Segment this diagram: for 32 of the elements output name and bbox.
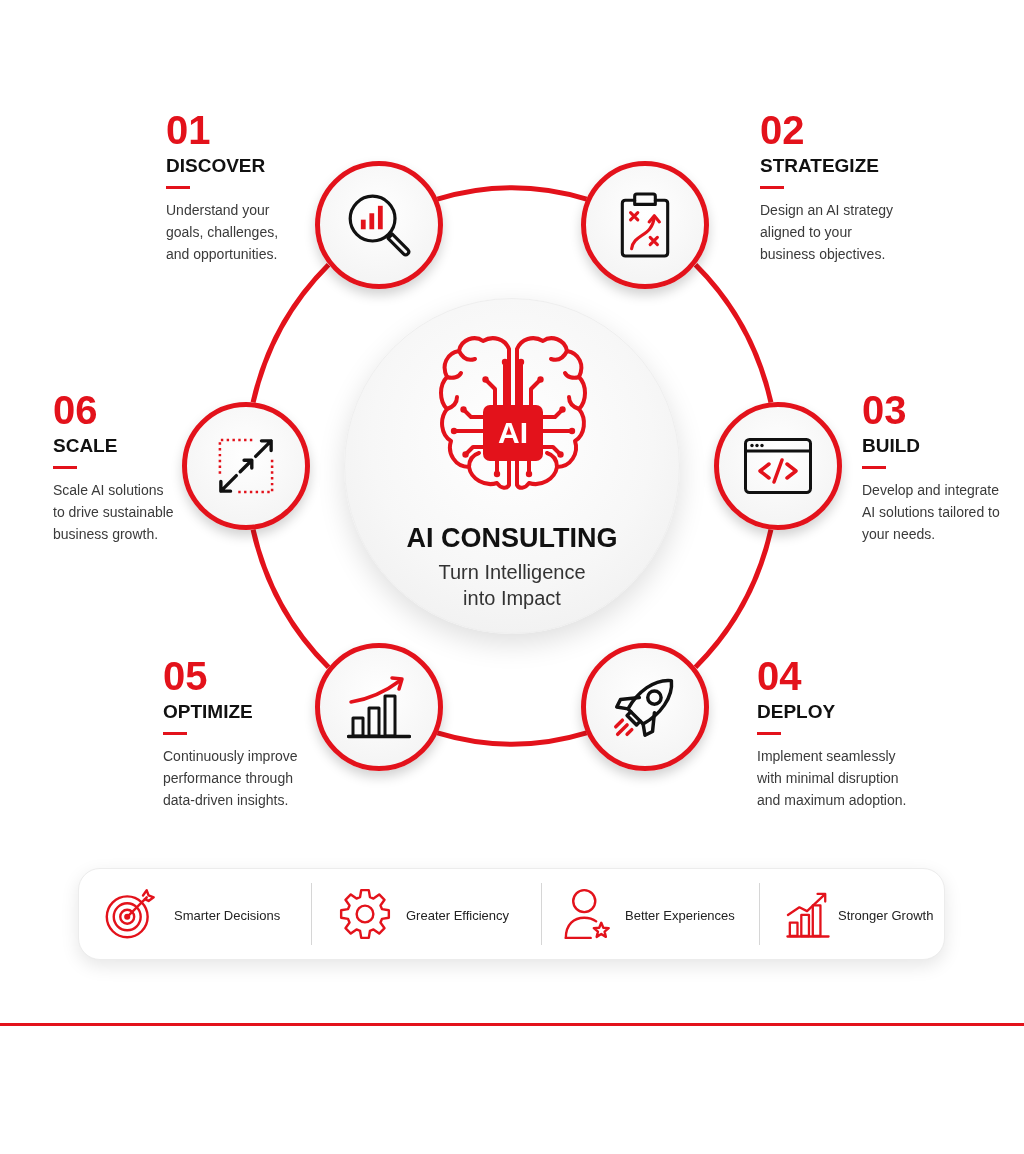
step-description: Design an AI strategy aligned to your business objectives. <box>760 201 895 264</box>
ring-arc <box>250 528 331 669</box>
step-description: Continuously improve performance through data-driven insights. <box>163 747 299 810</box>
benefit-label: Better Experiences <box>625 908 735 924</box>
ring-arc <box>250 263 331 404</box>
benefit-label: Greater Efficiency <box>406 908 510 924</box>
step-description: Scale AI solutions to drive sustainable business growth. <box>53 481 175 544</box>
step-title: OPTIMIZE <box>163 701 253 723</box>
step-number: 04 <box>757 656 802 696</box>
step-description: Implement seamlessly with minimal disruption and maximum adoption. <box>757 747 908 810</box>
ring-arc <box>693 528 774 669</box>
benefits-panel <box>78 868 945 960</box>
ring-arc <box>693 263 774 404</box>
center-title: AI CONSULTING <box>406 522 618 555</box>
step-title: DISCOVER <box>166 155 266 177</box>
step-number: 02 <box>760 110 805 150</box>
step-description: Understand your goals, challenges, and opportunities. <box>166 201 280 264</box>
benefit-label: Stronger Growth <box>838 908 934 924</box>
step-title: SCALE <box>53 435 118 457</box>
center-subtitle: Turn Intelligence into Impact <box>437 560 587 611</box>
ai-chip: AI <box>483 405 543 461</box>
step-title: BUILD <box>862 435 921 457</box>
step-title: DEPLOY <box>757 701 836 723</box>
step-number: 05 <box>163 656 208 696</box>
step-number: 03 <box>862 390 907 430</box>
step-number: 06 <box>53 390 98 430</box>
ring-arc <box>436 730 588 747</box>
step-description: Develop and integrate AI solutions tailored to your needs. <box>862 481 1001 544</box>
step-number: 01 <box>166 110 211 150</box>
ring-arc <box>436 185 588 202</box>
step-title: STRATEGIZE <box>760 155 879 177</box>
benefit-label: Smarter Decisions <box>174 908 281 924</box>
